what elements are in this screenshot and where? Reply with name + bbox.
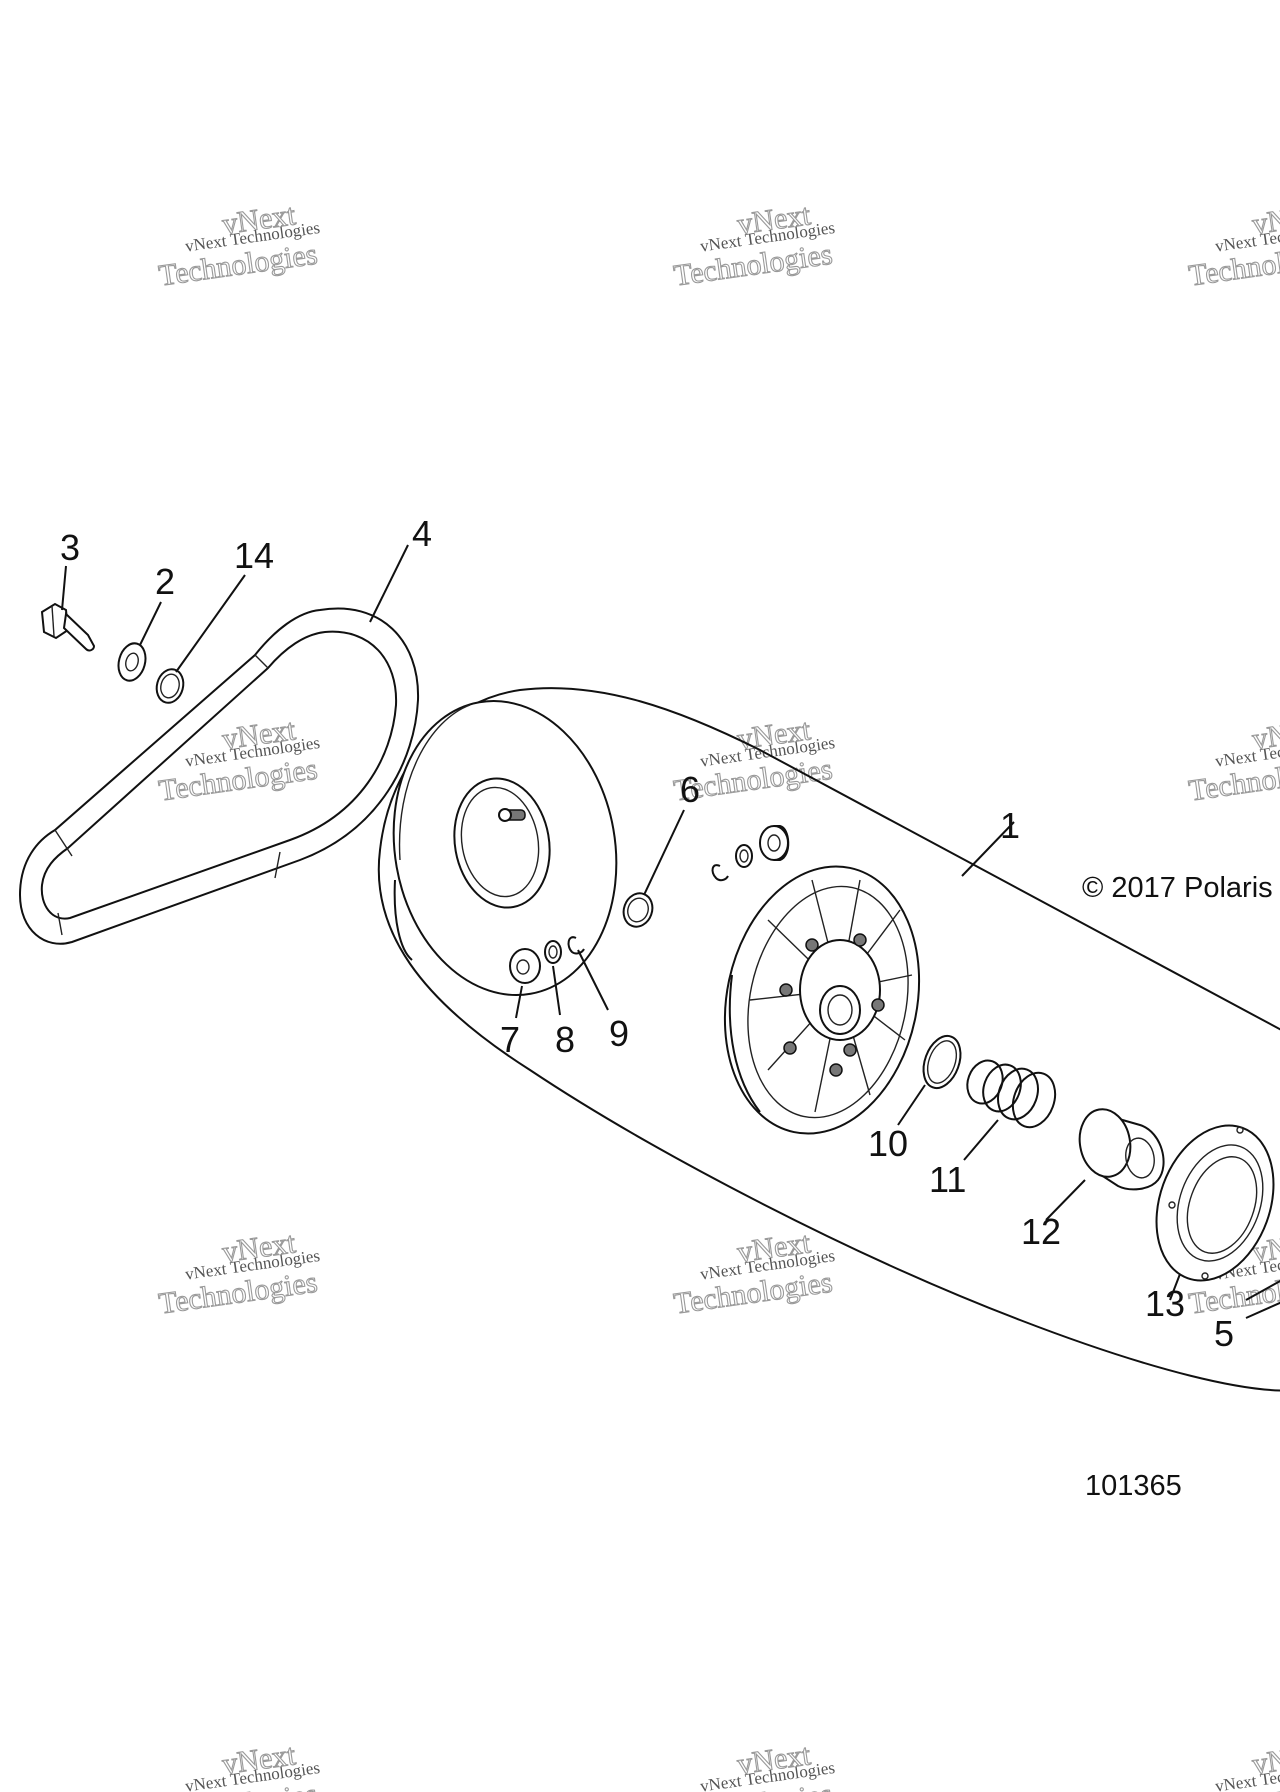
o-ring <box>622 892 654 928</box>
callout-2: 2 <box>155 561 175 602</box>
watermark: vNext vNext Technologies Technologies <box>1186 1738 1280 1792</box>
callout-11: 11 <box>929 1159 966 1200</box>
callout-labels: 3 2 14 4 6 1 7 8 9 10 11 12 13 5 <box>60 513 1234 1354</box>
spring <box>966 1059 1057 1129</box>
drive-belt <box>18 607 420 945</box>
callout-3: 3 <box>60 527 80 568</box>
bolt <box>40 602 96 652</box>
callout-5: 5 <box>1214 1313 1234 1354</box>
callout-6: 6 <box>680 769 700 810</box>
roller-set-upper <box>711 825 790 882</box>
figure-number: 101365 <box>1085 1470 1182 1502</box>
watermark: vNext vNext Technologies Technologies <box>1186 198 1280 293</box>
callout-12: 12 <box>1021 1211 1061 1252</box>
watermark: vNext vNext Technologies Technologies <box>1186 713 1280 808</box>
watermark: vNext vNext Technologies Technologies <box>156 198 321 293</box>
o-ring <box>155 668 185 704</box>
watermark: vNext vNext Technologies Technologies <box>156 1738 321 1792</box>
bearing-cover <box>1155 1124 1275 1282</box>
callout-7: 7 <box>500 1019 520 1060</box>
callout-13: 13 <box>1145 1283 1185 1324</box>
callout-8: 8 <box>555 1019 575 1060</box>
watermark: vNext vNext Technologies Technologies <box>156 1226 321 1321</box>
leader-lines <box>61 544 1280 1319</box>
copyright-notice: © 2017 Polaris <box>1082 872 1273 904</box>
watermark: vNext vNext Technologies Technologies <box>671 198 836 293</box>
watermark-group: vNext vNext Technologies Technologies vN… <box>156 198 1280 1792</box>
e-clip <box>567 936 585 955</box>
callout-10: 10 <box>868 1123 908 1164</box>
washer <box>117 642 147 682</box>
roller <box>509 948 541 984</box>
bushing <box>1078 1108 1165 1191</box>
callout-14: 14 <box>234 535 274 576</box>
callout-1: 1 <box>1000 805 1020 846</box>
watermark: vNext vNext Technologies Technologies <box>671 1738 836 1792</box>
watermark: vNext vNext Technologies Technologies <box>156 713 321 808</box>
callout-9: 9 <box>609 1013 629 1054</box>
watermark: vNext vNext Technologies Technologies <box>671 1226 836 1321</box>
clutch-cover <box>377 687 1280 1392</box>
washer <box>544 940 562 964</box>
stationary-sheave <box>723 865 921 1135</box>
o-ring <box>922 1034 962 1090</box>
callout-4: 4 <box>412 513 432 554</box>
movable-sheave <box>392 700 618 996</box>
